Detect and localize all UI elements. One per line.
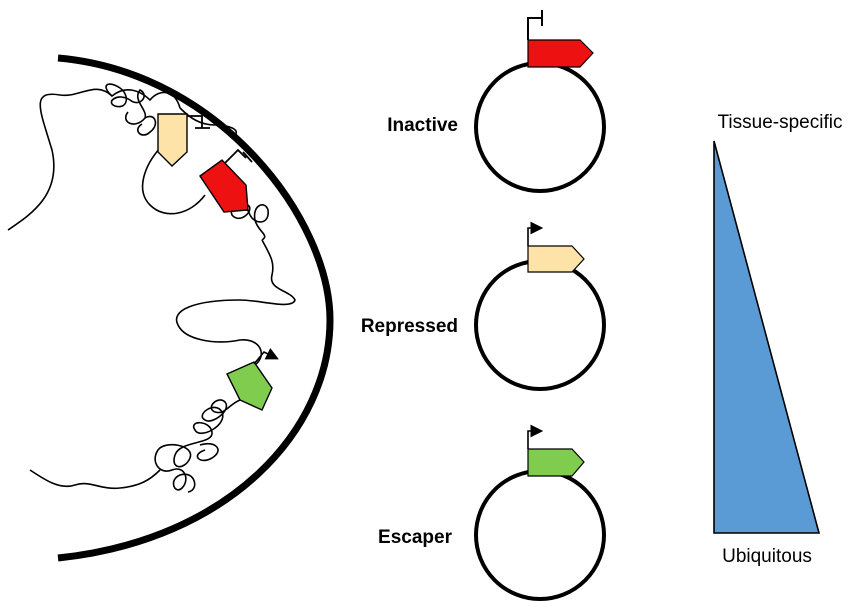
inactive-plasmid	[474, 10, 606, 193]
blocked-promoter-icon	[187, 115, 210, 129]
active-promoter-icon	[527, 424, 544, 449]
escaper-plasmid	[474, 424, 606, 601]
blocked-promoter-icon	[224, 148, 253, 164]
active-promoter-icon	[253, 347, 279, 365]
chromatin-escaper-gene	[226, 347, 279, 411]
gradient-bottom-label: Ubiquitous	[722, 546, 812, 567]
gradient-top-label: Tissue-specific	[718, 112, 843, 133]
state-label-repressed: Repressed	[361, 316, 458, 337]
blocked-promoter-icon	[527, 10, 543, 40]
state-label-inactive: Inactive	[387, 115, 458, 136]
repressed-plasmid	[474, 221, 606, 391]
nuclear-envelope-arc	[57, 54, 334, 562]
chromatin-fiber	[7, 83, 296, 493]
specificity-gradient-triangle	[713, 140, 821, 534]
chromatin-inactive-gene	[199, 148, 253, 213]
active-promoter-icon	[527, 221, 544, 246]
chromatin-repressed-gene	[157, 113, 210, 167]
state-label-escaper: Escaper	[378, 527, 453, 548]
